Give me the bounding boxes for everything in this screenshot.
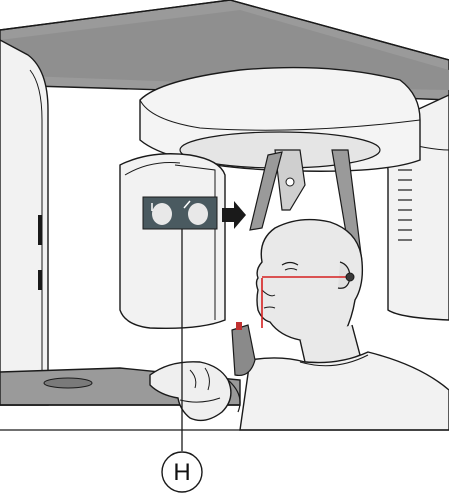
- callout-label: H: [173, 459, 190, 486]
- bite-block: [232, 322, 255, 375]
- head-profile-icon: [152, 203, 172, 225]
- patient-hand: [150, 362, 240, 421]
- icon-panel: [143, 197, 217, 229]
- sensor-housing: [120, 154, 225, 329]
- left-column: [0, 40, 48, 405]
